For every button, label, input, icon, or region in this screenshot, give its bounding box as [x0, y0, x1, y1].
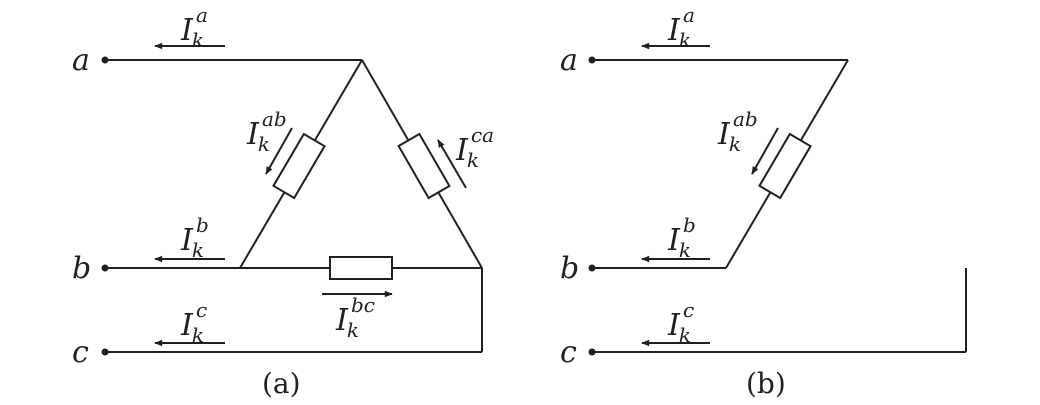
- terminal-c: [101, 348, 109, 356]
- current-label-b: Ikb: [180, 213, 209, 262]
- current-ca-arrow: [437, 139, 467, 189]
- current-label-ab: Ikab: [246, 107, 287, 156]
- bc-impedance: [329, 256, 393, 280]
- current-label-a: Ika: [180, 3, 208, 52]
- caption-b: (b): [746, 367, 786, 400]
- current-label-ca: Ikca: [455, 123, 494, 172]
- b-current-label-b: Ikb: [667, 213, 696, 262]
- node-label-c: c: [72, 335, 89, 370]
- b-terminal-a: [588, 56, 596, 64]
- b-terminal-b: [588, 264, 596, 272]
- ca-impedance: [397, 132, 451, 200]
- b-node-label-a: a: [560, 43, 578, 78]
- b-terminal-c: [588, 348, 596, 356]
- current-label-c: Ikc: [180, 298, 207, 347]
- b-ab-impedance: [758, 132, 812, 200]
- caption-a: (a): [262, 367, 301, 400]
- diagram-b: a b c Ika Ikb Ikc Ikab (b): [560, 3, 967, 400]
- terminal-b: [101, 264, 109, 272]
- terminal-a: [101, 56, 109, 64]
- b-current-label-c: Ikc: [667, 298, 694, 347]
- b-current-label-ab: Ikab: [717, 107, 758, 156]
- diagram-a: a b c Ika Ikb Ikc Ikab Ikbc Ikca (a): [72, 3, 494, 400]
- b-node-label-b: b: [560, 251, 579, 286]
- node-label-b: b: [72, 251, 91, 286]
- b-node-label-c: c: [560, 335, 577, 370]
- ab-impedance: [272, 132, 326, 200]
- b-current-ab-arrow: [751, 127, 779, 175]
- b-current-label-a: Ika: [667, 3, 695, 52]
- current-label-bc: Ikbc: [335, 293, 375, 342]
- node-label-a: a: [72, 43, 90, 78]
- current-ab-arrow: [265, 127, 293, 175]
